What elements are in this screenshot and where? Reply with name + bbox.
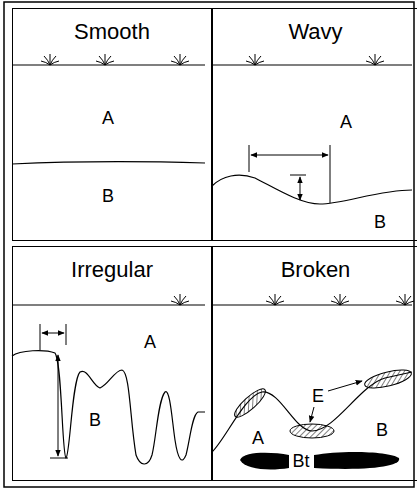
- horizon-label: A: [142, 331, 158, 353]
- horizon-label-box: B: [87, 411, 103, 429]
- grass-tuft: [41, 54, 59, 65]
- horizon-boundary: [212, 372, 412, 452]
- dimension-arrow: [300, 177, 301, 200]
- horizon-label-box: A: [250, 429, 266, 447]
- horizon-label: A: [338, 111, 354, 133]
- horizon-label: B: [100, 185, 116, 207]
- outer-frame: [4, 2, 414, 487]
- dimension-tick: [330, 145, 331, 203]
- dimension-tick: [290, 175, 306, 176]
- horizon-boundary: [12, 162, 205, 164]
- bt-clay-band: [314, 452, 399, 469]
- boundary-panel: Wavy: [212, 8, 417, 241]
- panel-title: Irregular: [13, 247, 211, 283]
- dimension-tick: [40, 324, 41, 350]
- horizon-label-box: B: [374, 421, 390, 439]
- wavy-panel-art: [212, 54, 412, 204]
- horizon-label-box: A: [338, 113, 354, 131]
- dimension-tick: [66, 324, 67, 345]
- ground-surface: [12, 64, 205, 65]
- grass-tuft: [396, 294, 414, 305]
- panel-title: Broken: [213, 247, 417, 283]
- dimension-arrow: [251, 155, 328, 156]
- irregular-panel-art: [12, 294, 205, 464]
- horizon-label: E: [310, 385, 326, 407]
- grass-tuft: [171, 294, 189, 305]
- grass-tuft: [96, 54, 114, 65]
- horizon-label-box: Bt: [290, 452, 311, 470]
- grass-tuft: [246, 54, 264, 65]
- grass-tuft: [266, 294, 284, 305]
- horizon-label: B: [374, 419, 390, 441]
- boundary-panel: Irregular: [12, 246, 212, 481]
- horizon-label: B: [87, 409, 103, 431]
- ground-surface: [212, 64, 412, 65]
- grass-tuft: [171, 54, 189, 65]
- grass-tuft: [366, 54, 384, 65]
- dimension-arrow: [58, 355, 59, 456]
- e-horizon-patch: [231, 385, 269, 421]
- dimension-tick: [50, 458, 68, 459]
- dimension-arrow: [42, 333, 64, 334]
- leader-arrow: [310, 407, 314, 422]
- e-horizon-patch: [363, 366, 413, 391]
- dimension-tick: [249, 145, 250, 172]
- horizon-label-box: E: [310, 387, 326, 405]
- boundary-panel: Broken: [212, 246, 417, 481]
- ground-surface: [212, 304, 412, 305]
- horizon-label: A: [100, 107, 116, 129]
- panel-title: Smooth: [13, 9, 211, 45]
- horizon-boundary: [12, 351, 205, 464]
- horizon-label: A: [250, 427, 266, 449]
- panel-title: Wavy: [213, 9, 417, 45]
- grass-tuft: [331, 294, 349, 305]
- horizon-label-box: B: [372, 213, 388, 231]
- ground-surface: [12, 304, 205, 305]
- bt-clay-band: [240, 453, 289, 470]
- horizon-label-box: A: [142, 333, 158, 351]
- horizon-label-box: A: [100, 109, 116, 127]
- broken-panel-art: [212, 294, 414, 469]
- horizon-label: Bt: [290, 450, 311, 472]
- horizon-boundary: [212, 175, 412, 204]
- horizon-label-box: B: [100, 187, 116, 205]
- leader-arrow: [328, 381, 362, 391]
- smooth-panel-art: [12, 54, 205, 164]
- horizon-label: B: [372, 211, 388, 233]
